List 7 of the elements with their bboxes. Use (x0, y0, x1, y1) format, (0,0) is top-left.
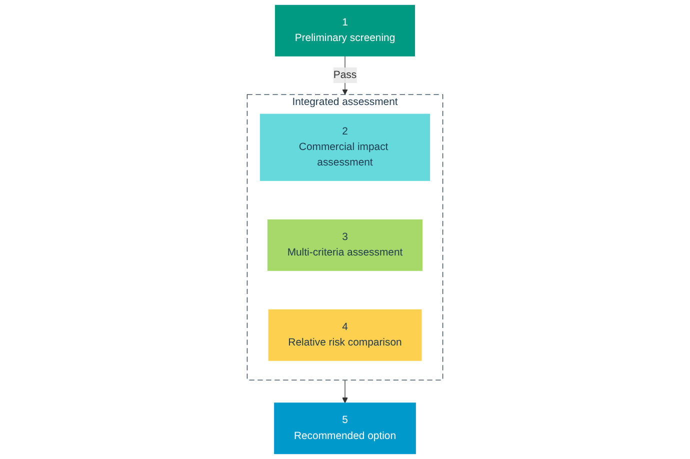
node-box: 3 Multi-criteria assessment (267, 219, 423, 271)
arrow (342, 380, 348, 404)
edge-label: Pass (333, 69, 357, 81)
node-box: 4 Relative risk comparison (268, 309, 422, 361)
node-box: 1 Preliminary screening (274, 4, 416, 56)
node-box: 5 Recommended option (274, 402, 416, 454)
node-box: 2 Commercial impact assessment (260, 114, 430, 181)
